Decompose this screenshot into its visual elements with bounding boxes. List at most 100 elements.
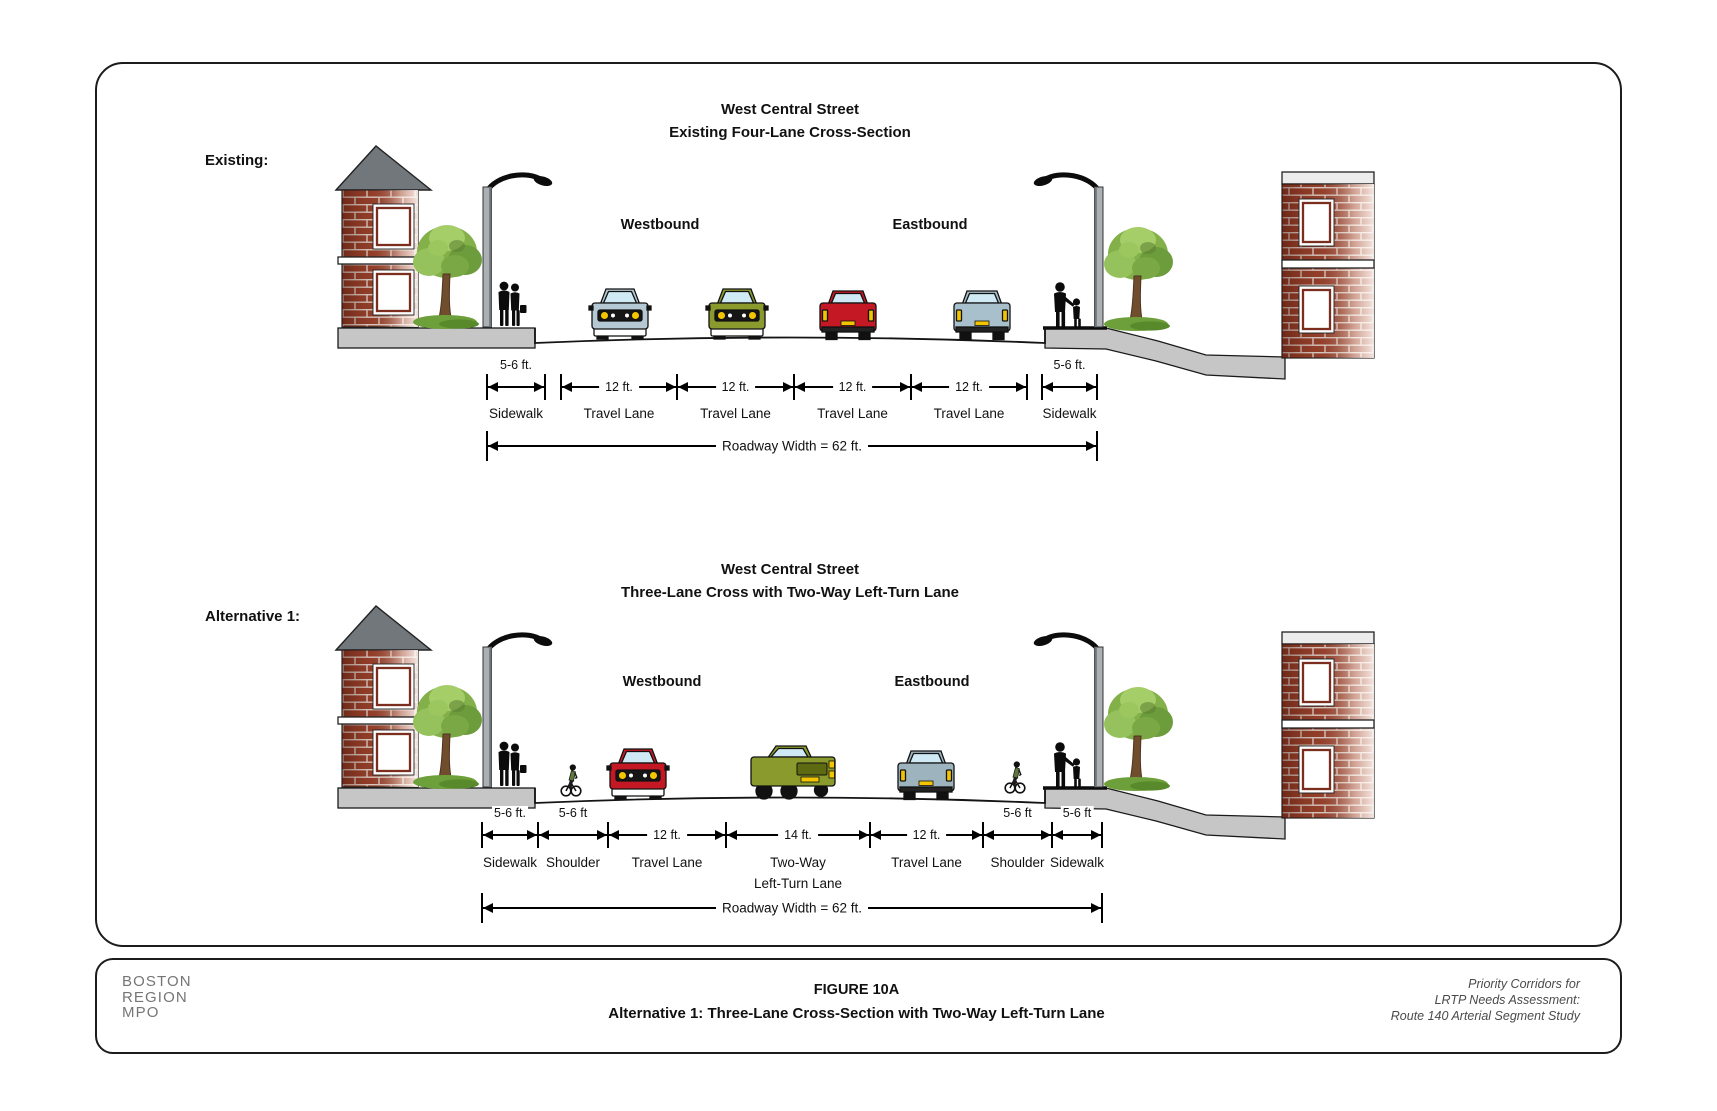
dimension-name-label: Sidewalk [1042, 406, 1097, 421]
dimension-tick [481, 822, 484, 848]
dimension-width-label: 12 ft. [906, 828, 947, 842]
dimension-width-label: 12 ft. [715, 380, 756, 394]
roadway-tick [486, 431, 489, 461]
figure-caption: FIGURE 10A Alternative 1: Three-Lane Cro… [95, 982, 1618, 1022]
eastbound-label: Eastbound [894, 674, 970, 690]
dimension-tick [1100, 822, 1103, 848]
dimension-arrow-line [1043, 381, 1096, 391]
dimension-name-label: Sidewalk [482, 855, 538, 870]
section-title-line1: West Central Street [720, 561, 860, 578]
section-title-line2: Three-Lane Cross with Two-Way Left-Turn … [620, 584, 960, 601]
dimension-two-way: 14 ft. [725, 819, 871, 851]
section-title-existing: West Central Street Existing Four-Lane C… [300, 98, 1280, 144]
agency-line: REGION [122, 988, 188, 1006]
dimension-width-label: 5-6 ft [1060, 806, 1094, 820]
section-title-line2: Existing Four-Lane Cross-Section [669, 124, 911, 141]
dimension-tick [725, 822, 728, 848]
dimension-arrow-line [483, 829, 537, 839]
roadway-tick [1095, 431, 1098, 461]
dimension-tick [793, 374, 796, 400]
roadway-width-bar: Roadway Width = 62 ft. [486, 429, 1098, 463]
dimension-tick [869, 822, 872, 848]
car-front-blue-icon [588, 288, 652, 340]
dimension-width-label: 5-6 ft [556, 806, 590, 820]
dimension-tick [1025, 374, 1028, 400]
dimension-tick [560, 374, 563, 400]
dimension-travel-lane: 12 ft. [869, 819, 984, 851]
dimension-tick [1051, 822, 1054, 848]
dimension-tick [537, 822, 540, 848]
dimension-arrow-line [488, 381, 544, 391]
dimension-travel-lane: 12 ft. [910, 371, 1028, 403]
cyclist-left-icon [560, 763, 582, 797]
dimension-name-label: Travel Lane [817, 406, 888, 421]
dimension-travel-lane: 12 ft. [793, 371, 912, 403]
dimension-sidewalk: 5-6 ft. [486, 358, 546, 403]
project-line: Priority Corridors for [1468, 977, 1580, 991]
side-label-alternative: Alternative 1: [205, 608, 301, 625]
dimension-width-label: 5-6 ft. [498, 358, 534, 372]
figure-title: Alternative 1: Three-Lane Cross-Section … [608, 1005, 1105, 1022]
cross-section-scene-existing [300, 140, 1400, 375]
agency-line: MPO [122, 1004, 160, 1021]
dimension-shoulder: 5-6 ft [982, 806, 1053, 851]
dimension-tick [676, 374, 679, 400]
dimension-tick [1095, 374, 1098, 400]
dimension-width-label: 5-6 ft. [492, 806, 528, 820]
dimension-name-label: Shoulder [545, 855, 601, 870]
cyclist-right-icon [1004, 760, 1026, 794]
dimension-tick [543, 374, 546, 400]
eastbound-label: Eastbound [892, 217, 968, 233]
car-front-red-icon [606, 748, 670, 800]
dimension-name-label: Sidewalk [1049, 855, 1105, 870]
car-rear-blue-icon [953, 290, 1011, 341]
car-rear-red-icon [819, 290, 877, 341]
dimension-width-label: 5-6 ft. [1051, 358, 1088, 372]
dimension-arrow-line [1053, 829, 1101, 839]
roadway-width-label: Roadway Width = 62 ft. [716, 900, 868, 916]
section-title-alternative: West Central Street Three-Lane Cross wit… [300, 558, 1280, 604]
street-scene-base [336, 146, 1374, 379]
dimension-width-label: 5-6 ft [1001, 806, 1034, 820]
dimension-name-label: Sidewalk [488, 406, 544, 421]
side-label-existing: Existing: [205, 152, 269, 169]
dimension-arrow-line [984, 829, 1051, 839]
dimension-name-label: Travel Lane [933, 406, 1005, 421]
dimension-sidewalk: 5-6 ft. [481, 806, 539, 851]
dimension-name-label: Travel Lane [631, 855, 703, 870]
dimension-name-label: Travel Lane [700, 406, 771, 421]
agency-line: BOSTON [122, 973, 192, 990]
roadway-tick [481, 893, 484, 923]
roadway-tick [1100, 893, 1103, 923]
street-scene-base [336, 606, 1374, 839]
dimension-tick [486, 374, 489, 400]
dimension-name-label: Travel Lane [583, 406, 655, 421]
dimension-tick [910, 374, 913, 400]
figure-number: FIGURE 10A [813, 982, 900, 998]
car-front-olive-icon [705, 288, 769, 340]
roadway-width-label: Roadway Width = 62 ft. [716, 438, 868, 454]
dimension-width-label: 12 ft. [647, 828, 687, 842]
dimension-arrow-line [539, 829, 607, 839]
project-line: Route 140 Arterial Segment Study [1390, 1009, 1580, 1023]
section-title-line1: West Central Street [720, 101, 860, 118]
suv-rear-gray-icon [897, 750, 955, 801]
project-title: Priority Corridors for LRTP Needs Assess… [1391, 976, 1580, 1024]
westbound-label: Westbound [622, 674, 702, 690]
dimension-sidewalk: 5-6 ft. [1041, 358, 1098, 403]
footer-panel [95, 958, 1622, 1054]
dimension-tick [607, 822, 610, 848]
pickup-olive-icon [750, 745, 836, 800]
dimension-travel-lane: 12 ft. [560, 371, 678, 403]
cross-section-scene-alternative [300, 600, 1400, 835]
dimension-width-label: 12 ft. [599, 380, 639, 394]
dimension-name-label: Travel Lane [891, 855, 962, 870]
dimension-travel-lane: 12 ft. [676, 371, 795, 403]
dimension-travel-lane: 12 ft. [607, 819, 727, 851]
project-line: LRTP Needs Assessment: [1434, 993, 1580, 1007]
dimension-width-label: 12 ft. [949, 380, 989, 394]
dimension-tick [982, 822, 985, 848]
westbound-label: Westbound [620, 217, 700, 233]
